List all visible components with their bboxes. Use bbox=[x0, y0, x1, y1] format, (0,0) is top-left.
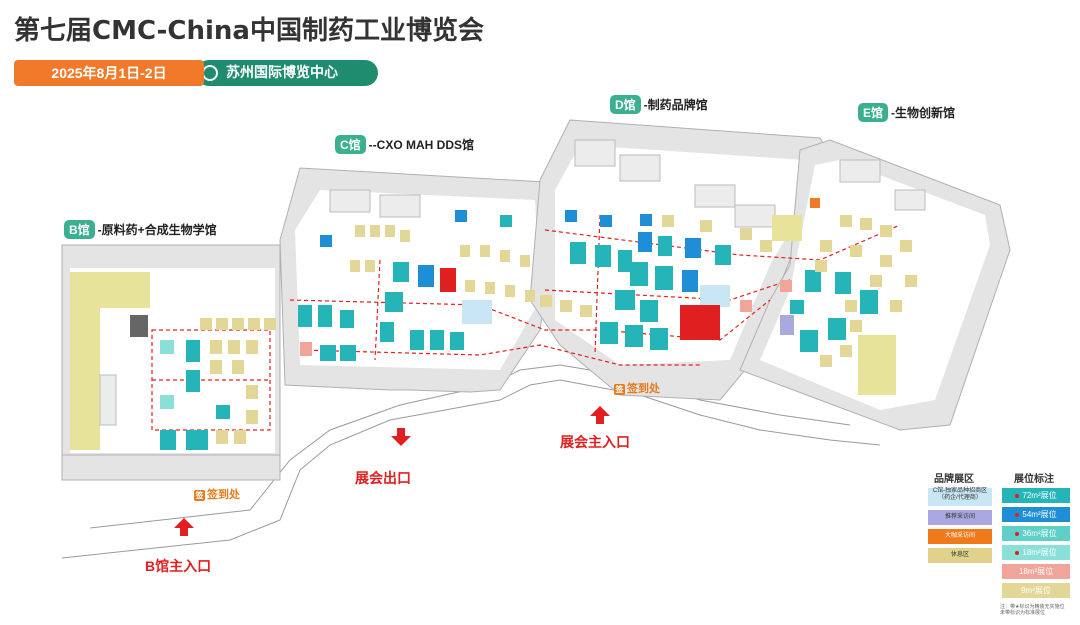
legend-booth-18-teal: 18m²展位 bbox=[1002, 545, 1070, 560]
entrance-arrows bbox=[174, 406, 610, 536]
star-marker-icon bbox=[1015, 512, 1020, 517]
exit-label: 展会出口 bbox=[355, 470, 411, 486]
hall-c-badge: C馆 bbox=[335, 135, 366, 154]
legend-booth-18-pink: 18m²展位 bbox=[1002, 564, 1070, 579]
legend-booth-9-label: 9m²展位 bbox=[1021, 586, 1051, 595]
hall-b-badge: B馆 bbox=[64, 220, 95, 239]
main-entrance-arrow-icon bbox=[590, 406, 610, 424]
legend-booth-header: 展位标注 bbox=[1014, 474, 1054, 485]
checkin-d-label: 签到处 bbox=[627, 383, 660, 395]
checkin-b: 签签到处 bbox=[194, 486, 240, 502]
b-main-entrance-label: B馆主入口 bbox=[145, 558, 212, 574]
checkin-d: 签签到处 bbox=[614, 380, 660, 396]
legend-brand-header: 品牌展区 bbox=[934, 474, 974, 485]
star-marker-icon bbox=[1015, 493, 1020, 498]
legend-brand-interview: 推荐采访间 bbox=[928, 510, 992, 525]
venue-label: 苏州国际博览中心 bbox=[226, 65, 338, 81]
checkin-icon: 签 bbox=[194, 489, 205, 501]
venue-pill: 苏州国际博览中心 bbox=[196, 60, 378, 86]
date-pill: 2025年8月1日-2日 bbox=[14, 60, 204, 86]
checkin-b-label: 签到处 bbox=[207, 489, 240, 501]
hall-e-name: -生物创新馆 bbox=[891, 106, 956, 120]
hall-c-name: --CXO MAH DDS馆 bbox=[368, 138, 475, 152]
booths-hall-c bbox=[298, 189, 535, 361]
booths-hall-d bbox=[540, 139, 776, 350]
star-marker-icon bbox=[1015, 531, 1020, 536]
legend-booth-36-label: 36m²展位 bbox=[1022, 529, 1057, 538]
legend-brand-rest: 休息区 bbox=[928, 548, 992, 563]
checkin-icon: 签 bbox=[614, 383, 625, 395]
legend-booth-18-teal-label: 18m²展位 bbox=[1022, 548, 1057, 557]
legend-booth-54-label: 54m²展位 bbox=[1022, 510, 1057, 519]
hall-c-label: C馆--CXO MAH DDS馆 bbox=[335, 135, 474, 154]
legend-brand-zone-c: C馆-独家品种招商区（药企/代理商） bbox=[928, 488, 992, 506]
legend-footnote: 注：带★标识为精装无实施位 未带标识为标准展位 bbox=[1000, 604, 1065, 616]
legend-booth-18-pink-label: 18m²展位 bbox=[1018, 567, 1054, 576]
legend-booth-9: 9m²展位 bbox=[1002, 583, 1070, 598]
hall-b-name: -原料药+合成生物学馆 bbox=[97, 223, 217, 237]
hall-b-label: B馆-原料药+合成生物学馆 bbox=[64, 220, 217, 239]
hall-d-badge: D馆 bbox=[610, 95, 641, 114]
exit-arrow-icon bbox=[391, 428, 411, 446]
legend-booth-72-label: 72m²展位 bbox=[1022, 491, 1057, 500]
hall-d-name: -制药品牌馆 bbox=[643, 98, 708, 112]
legend-brand-vip-interview: 大咖采访间 bbox=[928, 529, 992, 544]
hall-d-label: D馆-制药品牌馆 bbox=[610, 95, 708, 114]
b-entrance-arrow-icon bbox=[174, 518, 194, 536]
hall-e-badge: E馆 bbox=[858, 103, 889, 122]
legend-booth-72: 72m²展位 bbox=[1002, 488, 1070, 503]
legend-booth-36: 36m²展位 bbox=[1002, 526, 1070, 541]
booths-hall-e bbox=[772, 159, 926, 395]
main-entrance-label: 展会主入口 bbox=[560, 434, 630, 450]
legend-booth-54: 54m²展位 bbox=[1002, 507, 1070, 522]
star-marker-icon bbox=[1015, 550, 1020, 555]
hall-e-label: E馆-生物创新馆 bbox=[858, 103, 955, 122]
page-title: 第七届CMC-China中国制药工业博览会 bbox=[14, 16, 484, 46]
booths-hall-b bbox=[99, 315, 276, 450]
